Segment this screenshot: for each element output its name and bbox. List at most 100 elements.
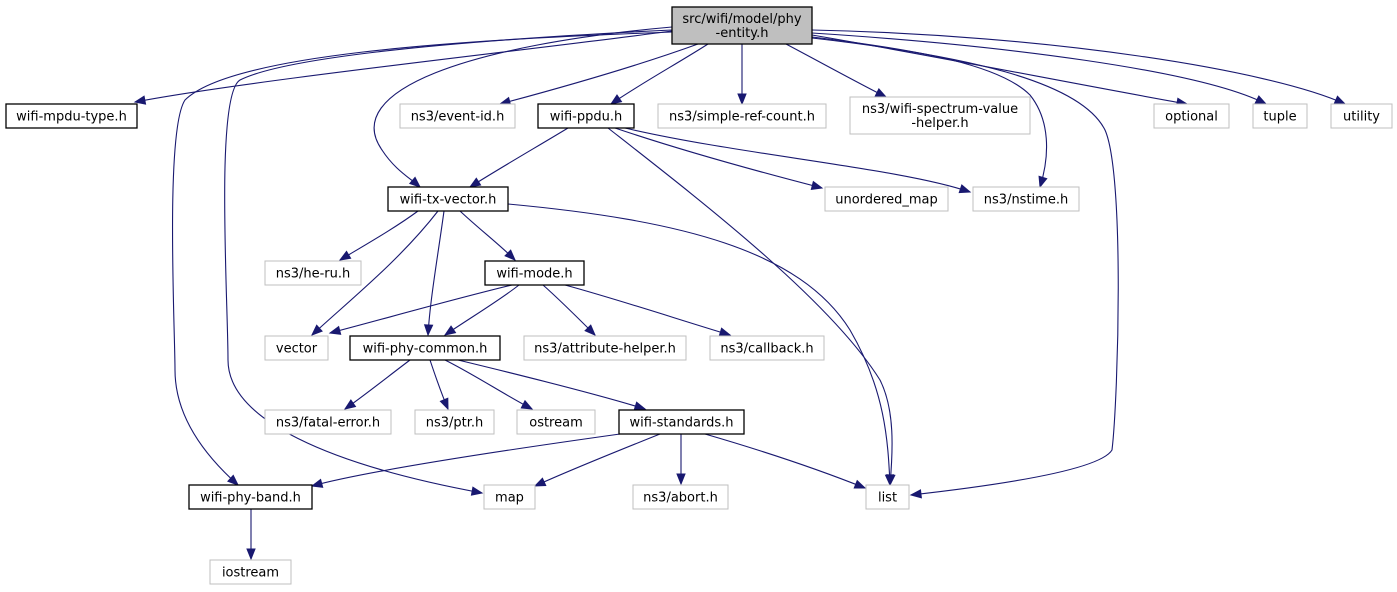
node-label: wifi-tx-vector.h xyxy=(400,193,497,208)
arrowhead xyxy=(470,486,484,496)
node-callback: ns3/callback.h xyxy=(709,335,825,361)
edge-wifi_mode-to-attribute_helper xyxy=(542,284,596,336)
node-unordered-map: unordered_map xyxy=(824,186,949,212)
arrowhead xyxy=(443,325,457,336)
edge-line xyxy=(507,203,891,486)
node-wifi-phy-band[interactable]: wifi-phy-band.h xyxy=(188,484,313,510)
edge-line xyxy=(607,127,893,486)
node-label: -helper.h xyxy=(911,116,968,131)
edge-wifi_mode-to-vector xyxy=(328,284,513,335)
edge-root-to-spectrum_value_helper xyxy=(785,43,888,98)
arrowhead xyxy=(423,324,434,337)
node-box xyxy=(483,484,536,510)
node-wifi-tx-vector[interactable]: wifi-tx-vector.h xyxy=(387,186,509,212)
node-spectrum-value-helper: ns3/wifi-spectrum-value-helper.h xyxy=(849,96,1031,135)
node-ostream: ostream xyxy=(516,409,596,435)
node-nstime: ns3/nstime.h xyxy=(972,186,1080,212)
node-label: ns3/wifi-spectrum-value xyxy=(862,102,1018,117)
arrowhead xyxy=(504,249,516,261)
node-box xyxy=(849,96,1031,135)
node-box xyxy=(188,484,313,510)
edge-line xyxy=(469,127,569,188)
edge-line xyxy=(811,37,1119,496)
node-abort: ns3/abort.h xyxy=(632,484,729,510)
node-ptr: ns3/ptr.h xyxy=(414,409,495,435)
node-label: ns3/callback.h xyxy=(720,342,813,357)
edge-root-to-wifi_phy_band xyxy=(171,31,673,486)
edge-wifi_ppdu-to-nstime xyxy=(624,127,972,194)
node-box xyxy=(1153,103,1230,129)
arrowhead xyxy=(227,474,239,486)
node-box xyxy=(264,409,392,435)
edge-root-to-wifi_ppdu xyxy=(609,43,709,105)
arrowhead xyxy=(958,184,972,194)
node-he-ru: ns3/he-ru.h xyxy=(264,260,362,286)
edge-root-to-event_id xyxy=(498,43,699,106)
node-fatal-error: ns3/fatal-error.h xyxy=(264,409,392,435)
edge-line xyxy=(329,284,513,334)
node-label: ns3/attribute-helper.h xyxy=(534,342,676,357)
arrowhead xyxy=(439,397,449,411)
edge-line xyxy=(811,32,1267,105)
node-label: ns3/he-ru.h xyxy=(276,267,351,282)
node-simple-ref-count: ns3/simple-ref-count.h xyxy=(657,103,827,129)
node-label: -entity.h xyxy=(716,26,769,41)
node-box xyxy=(387,186,509,212)
node-label: utility xyxy=(1343,110,1380,125)
edge-line xyxy=(134,30,673,103)
edge-root-to-wifi_mpdu_type xyxy=(133,30,673,105)
node-box xyxy=(824,186,949,212)
node-label: unordered_map xyxy=(835,193,938,208)
edge-line xyxy=(610,43,709,105)
node-root[interactable]: src/wifi/model/phy-entity.h xyxy=(671,6,813,45)
node-box xyxy=(414,409,495,435)
edge-line xyxy=(311,433,621,487)
edge-line xyxy=(311,210,439,336)
node-wifi-phy-common[interactable]: wifi-phy-common.h xyxy=(349,335,501,361)
node-box xyxy=(618,409,745,435)
node-box xyxy=(209,559,292,585)
edge-wifi_standards-to-list xyxy=(704,433,867,489)
edge-line xyxy=(785,43,887,98)
node-box xyxy=(972,186,1080,212)
node-box xyxy=(399,103,516,129)
node-iostream: iostream xyxy=(209,559,292,585)
arrowhead xyxy=(338,250,352,261)
arrowhead xyxy=(468,177,482,188)
arrowhead xyxy=(584,324,596,336)
edge-wifi_standards-to-abort xyxy=(676,434,686,486)
arrowhead xyxy=(520,399,534,410)
node-list: list xyxy=(865,484,910,510)
node-box xyxy=(5,103,138,129)
edge-wifi_phy_common-to-ptr xyxy=(429,359,449,411)
node-box xyxy=(516,409,596,435)
edge-line xyxy=(811,29,1346,105)
node-label: ns3/fatal-error.h xyxy=(276,416,380,431)
node-wifi-ppdu[interactable]: wifi-ppdu.h xyxy=(537,103,635,129)
edge-wifi_tx_vector-to-wifi_mode xyxy=(459,210,516,261)
edge-wifi_tx_vector-to-vector xyxy=(311,210,439,336)
node-box xyxy=(671,6,813,45)
arrowhead xyxy=(676,473,686,486)
node-wifi-mode[interactable]: wifi-mode.h xyxy=(484,260,585,286)
edge-wifi_standards-to-map xyxy=(533,433,661,487)
node-label: ns3/ptr.h xyxy=(426,416,484,431)
arrowhead xyxy=(874,88,888,98)
node-label: list xyxy=(878,491,897,506)
edge-line xyxy=(704,433,866,489)
node-label: wifi-ppdu.h xyxy=(550,110,623,125)
node-box xyxy=(484,260,585,286)
edges-layer xyxy=(133,26,1347,561)
edge-line xyxy=(614,127,823,189)
edge-line xyxy=(339,210,419,261)
node-wifi-mpdu-type[interactable]: wifi-mpdu-type.h xyxy=(5,103,138,129)
edge-root-to-list xyxy=(811,37,1119,499)
node-box xyxy=(657,103,827,129)
edge-line xyxy=(459,210,516,261)
node-label: wifi-phy-common.h xyxy=(363,342,488,357)
node-box xyxy=(264,260,362,286)
node-label: ns3/simple-ref-count.h xyxy=(669,110,815,125)
node-label: vector xyxy=(276,342,318,357)
node-wifi-standards[interactable]: wifi-standards.h xyxy=(618,409,745,435)
